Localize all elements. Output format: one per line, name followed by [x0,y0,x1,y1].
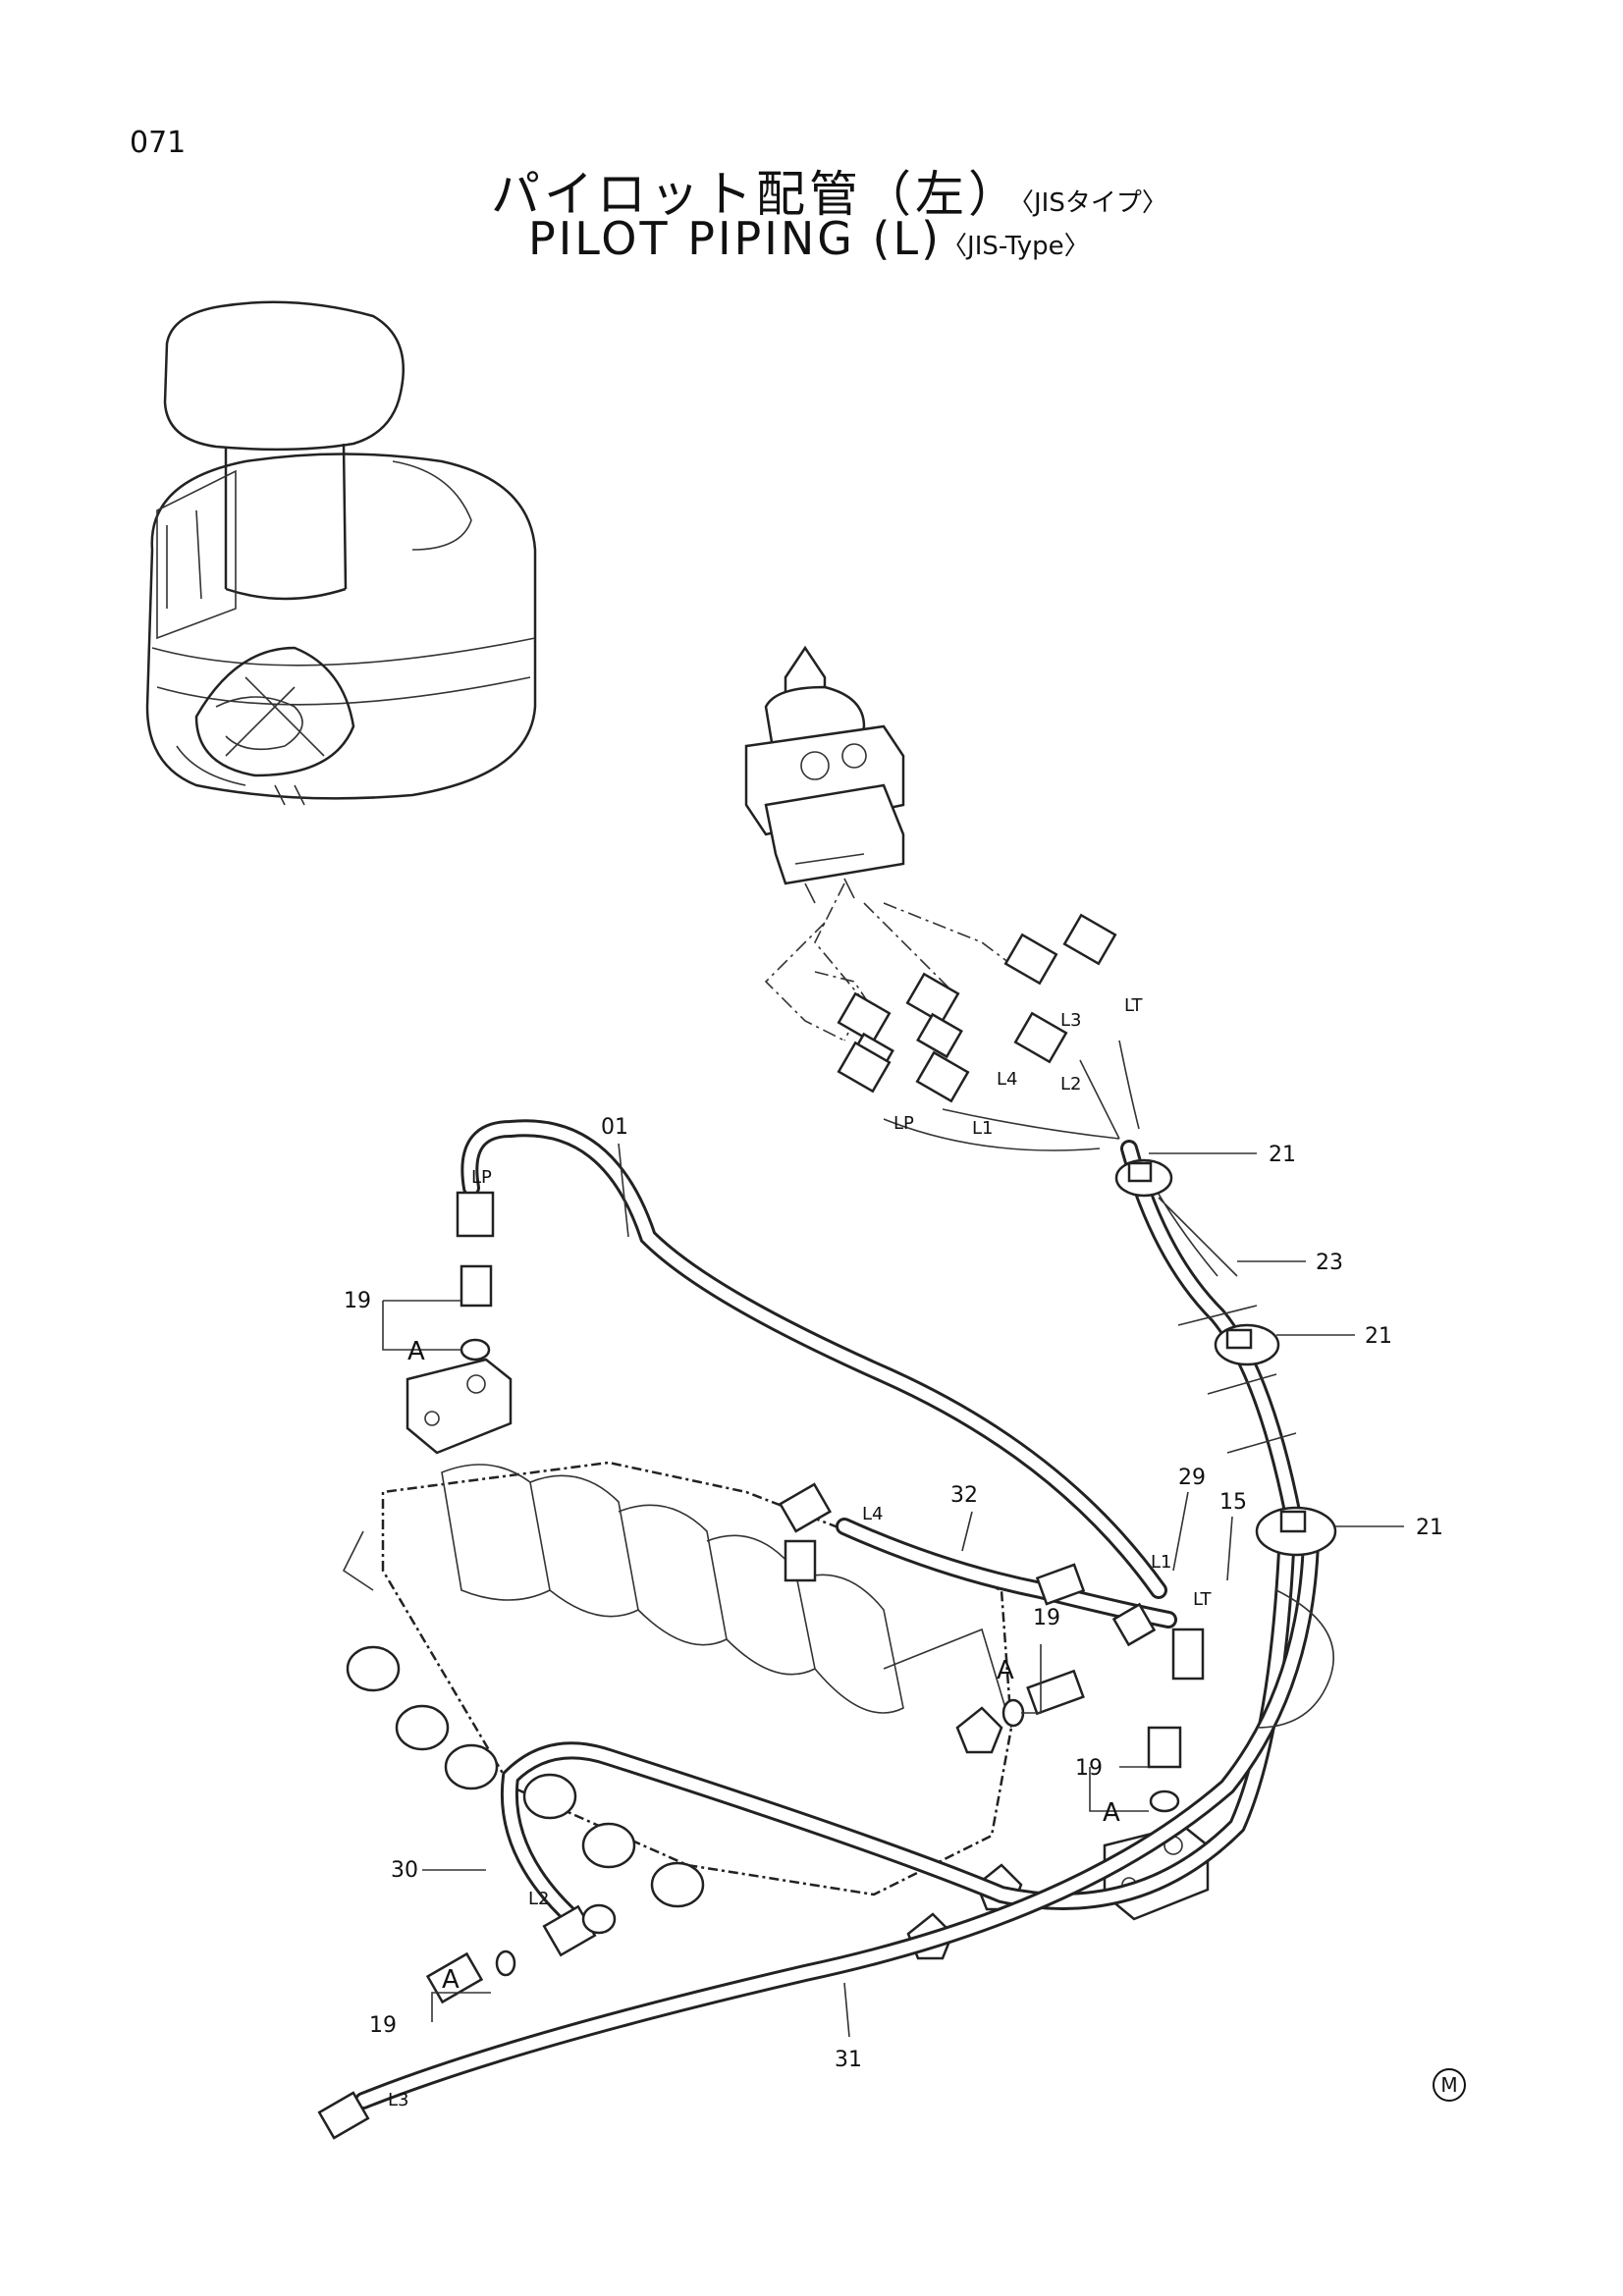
callout-15: 15 [1219,1490,1247,1515]
port-labels: LP LP L1 L4 L2 L3 LT L1 LT L4 L2 L3 [388,995,1213,2110]
detail-a-2: A [997,1656,1014,1685]
callout-19-right: 19 [1075,1756,1103,1781]
clamp-21-middle [1214,1323,1280,1366]
callout-32: 32 [950,1483,978,1508]
page-number: 071 [130,126,187,160]
callout-19-center: 19 [1033,1606,1060,1630]
title-english: PILOT PIPING (L)〈JIS-Type〉 [528,212,1090,265]
port-l1-junction: L1 [1151,1552,1171,1573]
fitting-19-center [1001,1563,1086,1728]
callout-19-bottom-left: 19 [369,2013,397,2038]
pilot-valve-illustration [744,645,905,904]
callout-01: 01 [601,1115,628,1140]
hose-30 [500,1542,1295,1933]
title-en-suffix: 〈JIS-Type〉 [942,232,1090,261]
port-l4-pipe: L4 [862,1504,883,1524]
port-l3-pipe: L3 [388,2090,408,2110]
port-lt-junction: LT [1193,1589,1213,1610]
callout-31: 31 [835,2048,862,2072]
port-l3-valve: L3 [1060,1010,1081,1031]
clamp-21-lower [1255,1506,1337,1557]
title-japanese: パイロット配管（左）〈JISタイプ〉 [491,155,1167,226]
callout-21-middle: 21 [1365,1324,1392,1349]
callout-19-top-left: 19 [344,1289,371,1313]
title-jp-suffix: 〈JISタイプ〉 [1021,188,1167,218]
callout-23: 23 [1316,1251,1343,1275]
port-l2-valve: L2 [1060,1074,1081,1095]
port-l4-valve: L4 [997,1069,1017,1090]
port-lp-valve: LP [893,1113,914,1134]
adapter-block-left [406,1358,513,1455]
hose-31 [354,1532,1320,2109]
port-l1-valve: L1 [972,1118,993,1139]
callout-labels: 01 21 23 21 21 29 15 32 19 19 19 19 30 3… [344,1115,1443,2072]
control-valve-illustration [342,1461,1023,1960]
callout-29: 29 [1178,1466,1206,1490]
fitting-19-bottom-left [317,1903,617,2140]
fitting-l4 [778,1482,833,1582]
fitting-19-right [1111,1602,1205,1813]
leader-lines [382,1143,1404,2038]
detail-a-1: A [407,1337,425,1366]
fitting-leaders [764,882,1022,1041]
fitting-19-top-left [456,1191,495,1362]
manufacturer-mark: M [1433,2068,1466,2102]
callout-21-upper: 21 [1269,1143,1296,1167]
machine-overview-illustration [145,300,537,806]
callout-30: 30 [391,1858,418,1883]
port-lp-top: LP [471,1167,492,1188]
title-jp-main: パイロット配管（左） [491,166,1021,223]
spool-caps [346,1645,705,1908]
hose-bundle [883,1040,1334,1729]
port-lt-valve: LT [1124,995,1144,1016]
pilot-fittings [837,913,1117,1103]
clamp-21-upper [1114,1158,1173,1198]
detail-a-3: A [1103,1798,1120,1828]
callout-21-lower: 21 [1416,1516,1443,1540]
detail-a-4: A [442,1965,460,1995]
title-en-main: PILOT PIPING (L) [528,212,943,265]
hose-01 [460,1119,1167,1599]
port-l2-pipe: L2 [528,1889,549,1909]
